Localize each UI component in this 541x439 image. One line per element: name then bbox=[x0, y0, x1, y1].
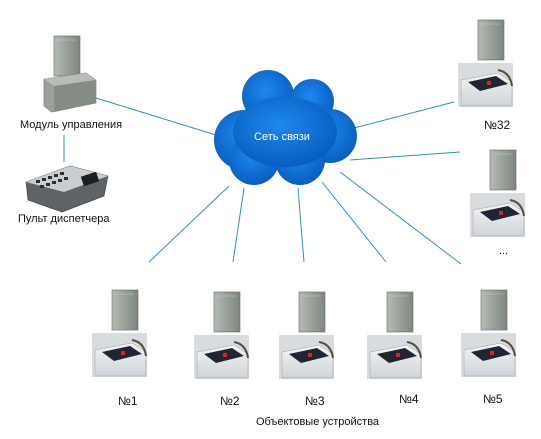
link-device-31 bbox=[349, 151, 461, 161]
link-device-3 bbox=[297, 187, 305, 263]
device-label-ellipsis: ... bbox=[499, 245, 509, 257]
device-label-4: №4 bbox=[399, 392, 419, 406]
device-1 bbox=[91, 289, 148, 378]
device-label-2: №2 bbox=[220, 394, 240, 408]
link-device-4 bbox=[321, 181, 387, 263]
link-device-32 bbox=[353, 101, 455, 129]
device-3 bbox=[278, 291, 335, 380]
link-control-module bbox=[95, 97, 217, 136]
device-32 bbox=[457, 19, 514, 108]
device-2 bbox=[193, 291, 250, 380]
device-31 bbox=[469, 149, 526, 238]
link-device-2 bbox=[232, 187, 245, 263]
device-label-1: №1 bbox=[118, 394, 138, 408]
device-label-3: №3 bbox=[305, 394, 325, 408]
device-label-5: №5 bbox=[483, 392, 503, 406]
link-device-5 bbox=[339, 171, 462, 265]
dispatcher-console bbox=[25, 165, 109, 213]
device-5 bbox=[460, 289, 517, 378]
network-label: Сеть связи bbox=[254, 131, 310, 143]
control-module bbox=[43, 35, 97, 113]
objects-caption: Объектовые устройства bbox=[256, 416, 380, 428]
network-cloud: Сеть связи bbox=[214, 70, 357, 185]
control-module-label: Модуль управления bbox=[20, 119, 123, 131]
dispatcher-console-label: Пульт диспетчера bbox=[18, 213, 110, 225]
device-label-32: №32 bbox=[484, 118, 511, 132]
device-4 bbox=[366, 291, 423, 380]
link-device-1 bbox=[148, 185, 230, 263]
network-links bbox=[63, 97, 462, 265]
